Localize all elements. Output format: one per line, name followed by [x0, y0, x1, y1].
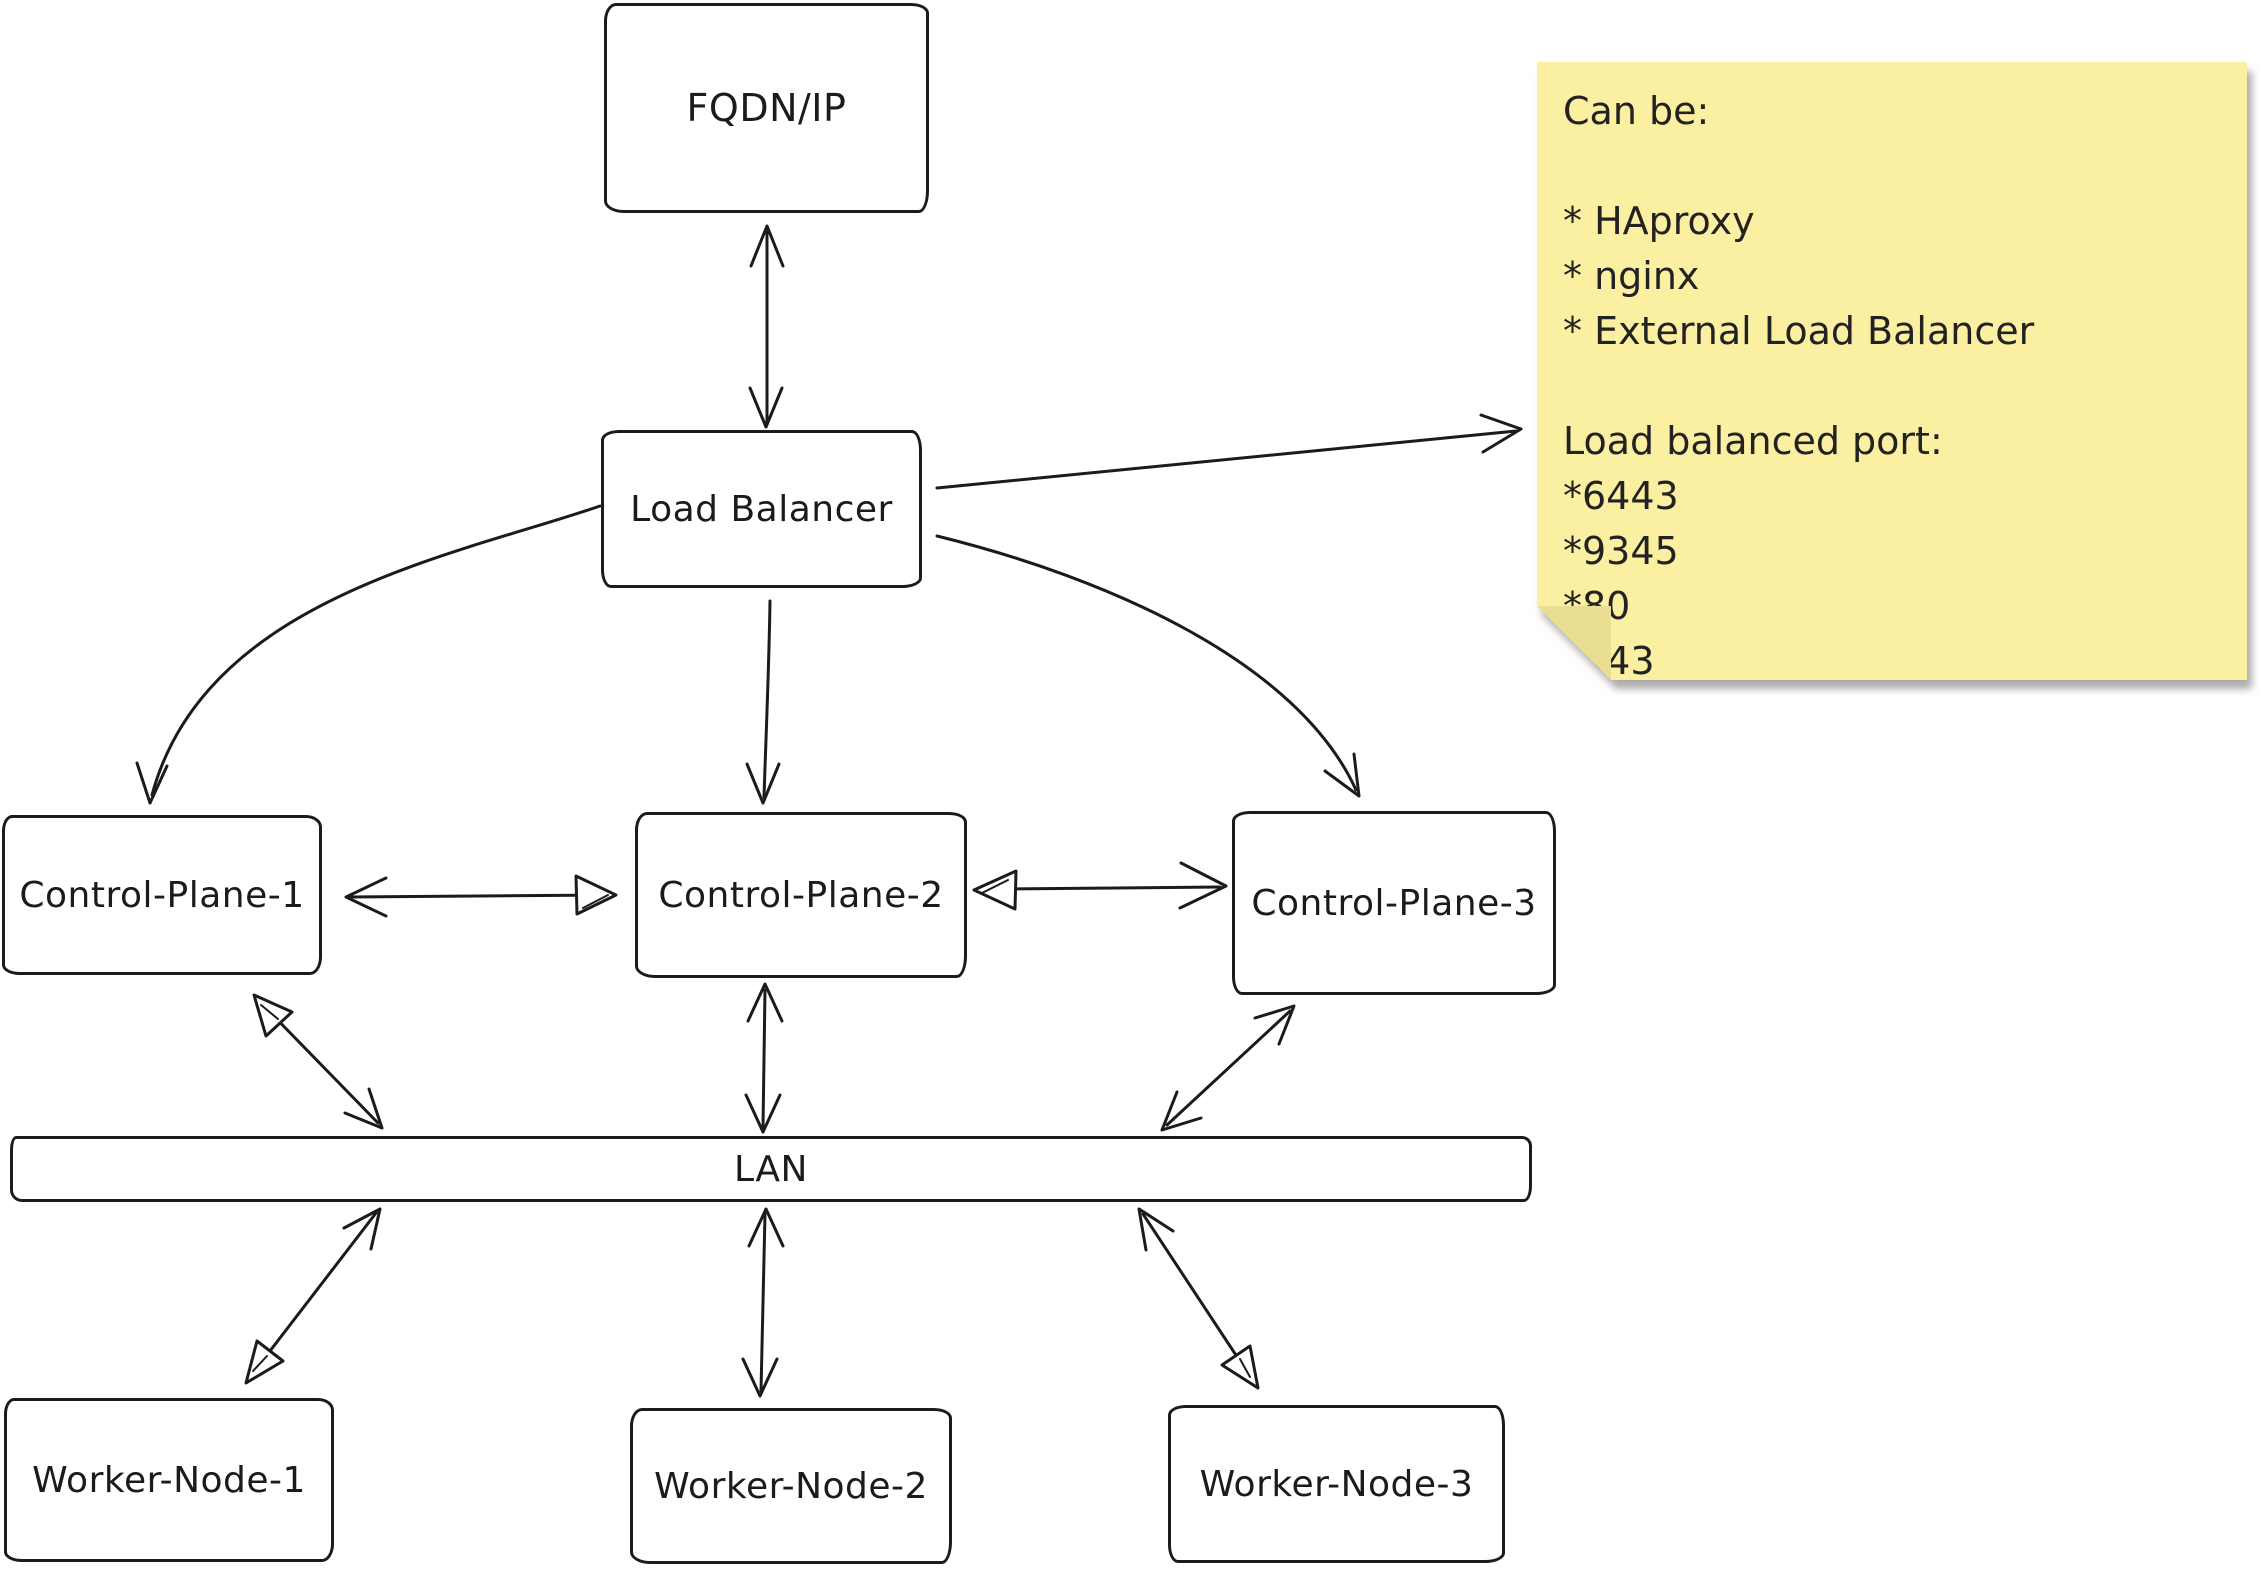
node-lan-label: LAN	[734, 1148, 808, 1190]
arrow-load-balancer-to-note	[935, 413, 1523, 490]
sticky-note[interactable]: Can be: * HAproxy * nginx * External Loa…	[1537, 62, 2247, 680]
note-line: Can be:	[1563, 89, 1710, 133]
node-worker-node-2[interactable]: Worker-Node-2	[630, 1408, 952, 1564]
note-line: *80	[1563, 579, 2229, 634]
arrow-fqdn-load-balancer	[748, 224, 785, 429]
node-worker-node-3-label: Worker-Node-3	[1199, 1463, 1474, 1505]
node-fqdn-ip[interactable]: FQDN/IP	[604, 3, 929, 213]
node-worker-node-3[interactable]: Worker-Node-3	[1168, 1405, 1505, 1563]
node-fqdn-ip-label: FQDN/IP	[686, 86, 847, 130]
node-control-plane-1-label: Control-Plane-1	[19, 874, 305, 916]
arrow-control-plane-1-control-plane-2	[344, 874, 618, 918]
sticky-note-paper: Can be: * HAproxy * nginx * External Loa…	[1537, 62, 2247, 680]
arrow-load-balancer-to-control-plane-1	[135, 504, 602, 805]
node-control-plane-2-label: Control-Plane-2	[658, 874, 944, 916]
note-line: *9345	[1563, 529, 1679, 573]
note-folded-corner	[1537, 606, 1611, 680]
arrow-lan-worker-node-2	[741, 1207, 785, 1398]
node-control-plane-1[interactable]: Control-Plane-1	[2, 815, 322, 975]
arrow-control-plane-1-lan	[252, 993, 384, 1130]
arrow-control-plane-3-lan	[1160, 1004, 1296, 1132]
node-control-plane-2[interactable]: Control-Plane-2	[635, 812, 967, 978]
node-load-balancer[interactable]: Load Balancer	[601, 430, 922, 588]
note-line: * HAproxy	[1563, 199, 1755, 243]
arrow-control-plane-2-lan	[744, 982, 784, 1134]
node-worker-node-1-label: Worker-Node-1	[32, 1459, 306, 1501]
note-line: * nginx	[1563, 254, 1700, 298]
node-lan-bus[interactable]: LAN	[10, 1136, 1532, 1202]
node-control-plane-3[interactable]: Control-Plane-3	[1232, 811, 1556, 995]
arrow-control-plane-2-control-plane-3	[972, 861, 1228, 911]
arrow-lan-worker-node-1	[244, 1207, 382, 1385]
node-worker-node-1[interactable]: Worker-Node-1	[4, 1398, 334, 1562]
note-line: *6443	[1563, 474, 1679, 518]
arrow-load-balancer-to-control-plane-3	[935, 534, 1361, 798]
arrow-load-balancer-to-control-plane-2	[745, 599, 781, 805]
note-line: * External Load Balancer	[1563, 309, 2035, 353]
node-load-balancer-label: Load Balancer	[630, 488, 893, 530]
node-control-plane-3-label: Control-Plane-3	[1251, 882, 1537, 924]
node-worker-node-2-label: Worker-Node-2	[654, 1465, 928, 1507]
arrow-lan-worker-node-3	[1137, 1207, 1260, 1390]
note-line: Load balanced port:	[1563, 419, 1943, 463]
